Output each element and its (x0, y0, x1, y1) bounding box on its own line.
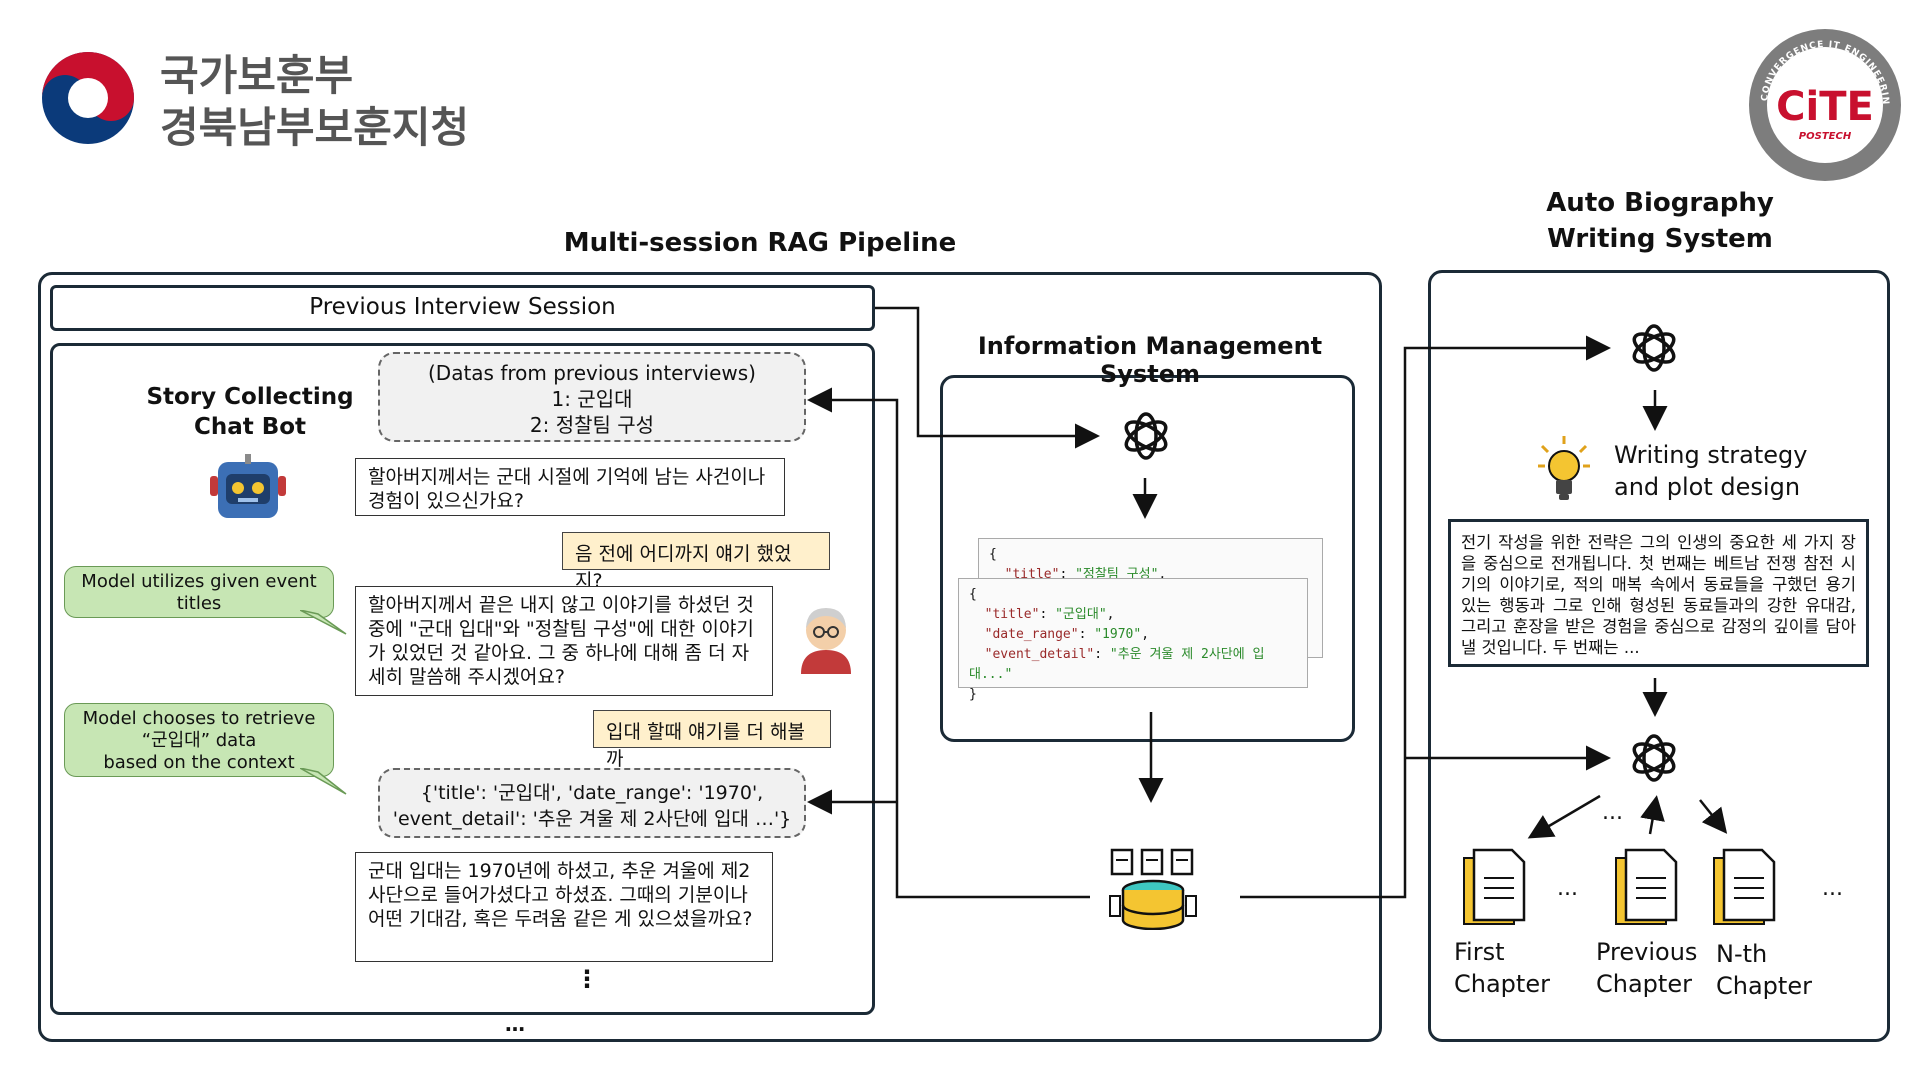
chapter-ellipsis: ... (1602, 800, 1623, 825)
openai-icon (1626, 320, 1682, 376)
strategy-text-box: 전기 작성을 위한 전략은 그의 인생의 중요한 세 가지 장을 중심으로 전개… (1448, 519, 1869, 667)
arrow-gpt-to-nth (1699, 799, 1728, 834)
json-key: "event_detail" (984, 647, 1095, 662)
robot-icon (208, 454, 288, 524)
gov-logo (38, 48, 138, 148)
chatbot-label-2: Chat Bot (193, 414, 307, 440)
badge-main-text: CiTE (1776, 84, 1874, 130)
bot-message-2: 할아버지께서 끝은 내지 않고 이야기를 하셨던 것 중에 "군대 입대"와 "… (355, 586, 773, 696)
previous-data-line: 2: 정찰팀 구성 (529, 413, 655, 437)
json-key: "title" (984, 607, 1040, 622)
note-retrieve-line: “군입대” data (141, 730, 257, 751)
ims-title: Information Management System (977, 332, 1323, 388)
chatbot-frame (50, 343, 875, 1015)
document-icon (1462, 848, 1528, 928)
note-retrieve-line: based on the context (103, 752, 295, 773)
previous-chapter-label-1: Previous (1596, 938, 1698, 966)
retrieved-data-box: {'title': '군입대', 'date_range': '1970', '… (378, 768, 806, 838)
previous-data-box: (Datas from previous interviews) 1: 군입대 … (378, 352, 806, 442)
document-icon (1712, 848, 1778, 928)
bot-message-1: 할아버지께서는 군대 시절에 기억에 남는 사건이나 경험이 있으신가요? (355, 458, 785, 516)
nth-chapter-label-2: Chapter (1716, 972, 1812, 1000)
openai-icon (1626, 730, 1682, 786)
note-event-titles: Model utilizes given event titles (64, 566, 334, 618)
previous-chapter-label-2: Chapter (1596, 970, 1692, 998)
org-name-line-1: 국가보훈부 (160, 51, 354, 100)
user-message-2: 입대 할때 얘기를 더 해볼까 (593, 710, 831, 770)
lightbulb-icon (1536, 434, 1592, 504)
chatbot-label-1: Story Collecting (146, 384, 354, 410)
user-message-1: 음 전에 어디까지 얘기 했었지? (562, 532, 830, 592)
ims-frame (940, 375, 1355, 742)
first-chapter-label-1: First (1454, 938, 1505, 966)
pipeline-frame (38, 272, 1382, 1042)
previous-session-bar (50, 285, 875, 331)
note-retrieve: Model chooses to retrieve “군입대” data bas… (64, 703, 334, 777)
previous-data-line: 1: 군입대 (551, 387, 633, 411)
note-retrieve-line: Model chooses to retrieve (82, 708, 316, 729)
strategy-label-1: Writing strategy (1614, 441, 1808, 469)
horizontal-ellipsis: … (505, 1012, 525, 1036)
autobio-frame (1428, 270, 1890, 1042)
json-card-front: { "title": "군입대", "date_range": "1970", … (958, 578, 1308, 702)
chapter-ellipsis: ... (1822, 876, 1843, 901)
autobio-title-2: Writing System (1547, 224, 1773, 254)
pipeline-title: Multi-session RAG Pipeline (563, 228, 957, 258)
database-icon (1108, 846, 1198, 931)
grandparent-icon (795, 602, 857, 674)
arrow-previous-to-gpt (1640, 795, 1665, 835)
autobio-title-1: Auto Biography (1546, 188, 1774, 218)
retrieved-line: 'event_detail': '추운 겨울 제 2사단에 입대 …'} (392, 808, 792, 830)
taegeuk-icon (42, 52, 134, 144)
note-pointer (300, 768, 347, 795)
previous-session-label: Previous Interview Session (309, 294, 616, 320)
arrow-session-to-ims (875, 306, 1100, 449)
retrieved-line: {'title': '군입대', 'date_range': '1970', (420, 782, 764, 804)
first-chapter-label-2: Chapter (1454, 970, 1550, 998)
previous-data-line: (Datas from previous interviews) (428, 361, 756, 385)
json-value: "군입대" (1055, 607, 1107, 622)
json-value: "추운 겨울 제 2사단에 입대..." (969, 647, 1265, 682)
document-icon (1614, 848, 1680, 928)
note-pointer (300, 610, 347, 635)
bot-message-3: 군대 입대는 1970년에 하셨고, 추운 겨울에 제2사단으로 들어가셨다고 … (355, 852, 773, 962)
vertical-ellipsis: ⋮ (575, 965, 599, 993)
json-value: "1970" (1094, 627, 1142, 642)
arrow-db-to-autobio-gpt (1240, 335, 1611, 899)
cite-badge: CONVERGENCE IT ENGINEERING SINCE 2011 Ci… (1741, 18, 1905, 185)
org-name-line-2: 경북남부보훈지청 (160, 103, 470, 152)
openai-icon (1118, 408, 1174, 464)
arrow-db-to-prev-data (807, 387, 1090, 899)
arrow-gpt-to-first (1527, 794, 1601, 839)
nth-chapter-label-1: N-th (1716, 940, 1768, 968)
chapter-ellipsis: ... (1557, 876, 1578, 901)
badge-sub-text: POSTECH (1799, 131, 1852, 142)
json-key: "date_range" (984, 627, 1079, 642)
strategy-label-2: and plot design (1614, 473, 1801, 501)
